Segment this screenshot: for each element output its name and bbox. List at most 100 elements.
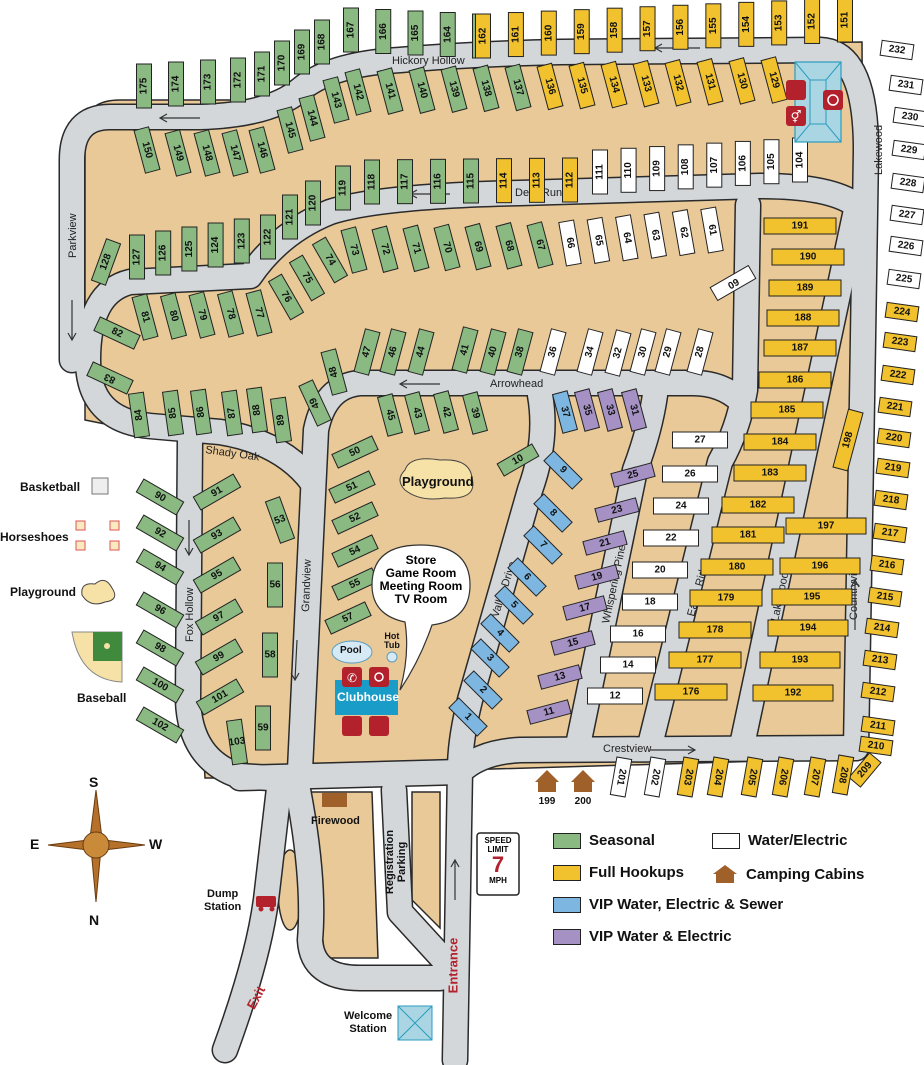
campsite-187[interactable]: 187 [763,339,837,357]
campsite-88[interactable]: 88 [245,386,269,434]
campsite-44[interactable]: 44 [407,328,435,376]
road-lakewood-countryview[interactable] [844,138,878,760]
campsite-84[interactable]: 84 [127,391,151,439]
campsite-1[interactable]: 1 [448,697,488,737]
campsite-66[interactable]: 66 [558,219,582,267]
campsite-113[interactable]: 113 [529,157,545,203]
campsite-6[interactable]: 6 [507,557,547,597]
campsite-167[interactable]: 167 [343,7,359,53]
campsite-224[interactable]: 224 [884,301,920,323]
campsite-104[interactable]: 104 [792,137,808,183]
campsite-225[interactable]: 225 [886,268,922,290]
campsite-68[interactable]: 68 [495,222,523,270]
campsite-52[interactable]: 52 [331,501,379,535]
campsite-218[interactable]: 218 [873,489,909,511]
campsite-196[interactable]: 196 [779,557,861,575]
campsite-93[interactable]: 93 [192,516,242,554]
campsite-59[interactable]: 59 [255,705,271,751]
campsite-95[interactable]: 95 [192,556,242,594]
campsite-161[interactable]: 161 [507,12,524,58]
campsite-166[interactable]: 166 [375,9,392,54]
campsite-179[interactable]: 179 [689,589,763,607]
campsite-164[interactable]: 164 [439,12,456,57]
campsite-204[interactable]: 204 [706,756,730,798]
campsite-194[interactable]: 194 [767,619,849,637]
campsite-121[interactable]: 121 [282,194,298,240]
campsite-201[interactable]: 201 [609,756,633,798]
campsite-62[interactable]: 62 [671,209,696,257]
campsite-20[interactable]: 20 [632,561,688,579]
campsite-143[interactable]: 143 [322,76,350,124]
campsite-118[interactable]: 118 [364,159,380,205]
campsite-195[interactable]: 195 [771,588,853,606]
campsite-185[interactable]: 185 [750,401,824,419]
campsite-130[interactable]: 130 [728,57,756,105]
campsite-34[interactable]: 34 [576,328,604,376]
campsite-156[interactable]: 156 [672,4,689,50]
campsite-115[interactable]: 115 [463,158,479,204]
campsite-148[interactable]: 148 [193,129,221,177]
campsite-17[interactable]: 17 [562,595,608,621]
campsite-212[interactable]: 212 [860,681,896,703]
campsite-135[interactable]: 135 [568,61,596,110]
campsite-149[interactable]: 149 [164,129,192,177]
campsite-147[interactable]: 147 [221,129,249,177]
campsite-177[interactable]: 177 [668,651,742,669]
campsite-96[interactable]: 96 [135,591,185,629]
campsite-214[interactable]: 214 [864,617,900,639]
campsite-105[interactable]: 105 [763,139,780,185]
campsite-150[interactable]: 150 [133,126,161,174]
campsite-61[interactable]: 61 [700,206,724,254]
campsite-70[interactable]: 70 [433,223,461,272]
campsite-76[interactable]: 76 [267,273,305,321]
campsite-209[interactable]: 209 [848,752,882,788]
campsite-124[interactable]: 124 [207,222,224,268]
campsite-47[interactable]: 47 [353,328,381,376]
campsite-51[interactable]: 51 [328,470,376,504]
campsite-2[interactable]: 2 [463,670,503,710]
campsite-217[interactable]: 217 [872,522,908,544]
campsite-50[interactable]: 50 [331,435,379,469]
campsite-41[interactable]: 41 [451,326,479,374]
campsite-131[interactable]: 131 [696,58,724,106]
campsite-101[interactable]: 101 [195,678,245,716]
clubhouse-label[interactable]: Clubhouse [337,690,399,704]
campsite-15[interactable]: 15 [550,630,596,656]
campsite-198[interactable]: 198 [832,408,864,472]
campsite-137[interactable]: 137 [504,63,532,112]
clubhouse[interactable]: ✆ [331,640,398,736]
campsite-183[interactable]: 183 [733,464,807,482]
campsite-43[interactable]: 43 [403,391,431,435]
campsite-7[interactable]: 7 [523,525,563,565]
campsite-49[interactable]: 49 [298,379,332,427]
campsite-94[interactable]: 94 [135,548,185,586]
campsite-108[interactable]: 108 [677,144,694,190]
cabin-199[interactable]: 199 [535,770,559,807]
campsite-97[interactable]: 97 [194,598,244,636]
campsite-193[interactable]: 193 [759,651,841,669]
campsite-42[interactable]: 42 [432,390,460,434]
campsite-206[interactable]: 206 [771,756,795,798]
campsite-83[interactable]: 83 [86,361,134,395]
campsite-138[interactable]: 138 [472,64,500,113]
campsite-173[interactable]: 173 [200,59,216,105]
campsite-36[interactable]: 36 [539,328,567,376]
campsite-102[interactable]: 102 [135,706,185,744]
campsite-71[interactable]: 71 [402,224,430,273]
campsite-128[interactable]: 128 [90,238,122,286]
road-eagle-ridge[interactable] [638,193,760,757]
campsite-80[interactable]: 80 [159,292,188,340]
campsite-223[interactable]: 223 [882,331,918,353]
campsite-107[interactable]: 107 [706,142,723,188]
campsite-57[interactable]: 57 [324,601,372,635]
campsite-231[interactable]: 231 [888,74,924,96]
campsite-65[interactable]: 65 [586,216,611,264]
campsite-168[interactable]: 168 [314,19,330,65]
campsite-78[interactable]: 78 [216,290,245,338]
campsite-189[interactable]: 189 [768,279,842,297]
campsite-18[interactable]: 18 [622,593,678,611]
campsite-99[interactable]: 99 [194,638,244,676]
campsite-4[interactable]: 4 [480,613,520,653]
campsite-142[interactable]: 142 [344,68,372,116]
campsite-169[interactable]: 169 [294,29,310,75]
